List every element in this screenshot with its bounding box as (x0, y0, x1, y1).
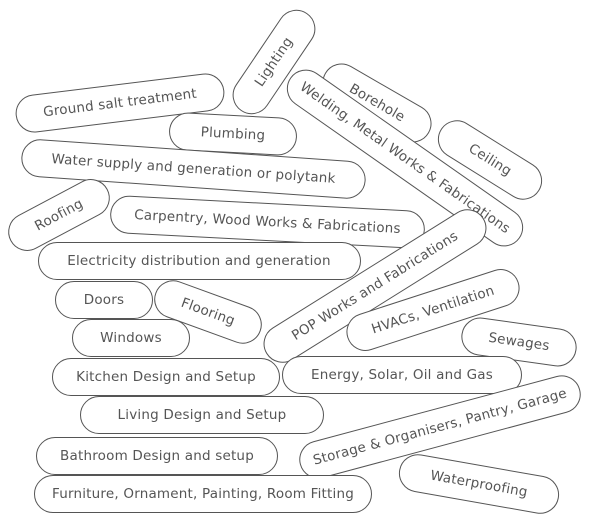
tag-doors[interactable]: Doors (55, 281, 153, 319)
tag-windows[interactable]: Windows (72, 319, 190, 357)
tag-electricity-distribution[interactable]: Electricity distribution and generation (37, 242, 361, 280)
tag-energy-solar-oil-gas[interactable]: Energy, Solar, Oil and Gas (282, 356, 522, 394)
tag-bathroom-design[interactable]: Bathroom Design and setup (36, 437, 278, 475)
tag-waterproofing[interactable]: Waterproofing (395, 451, 563, 517)
tag-furniture-ornament[interactable]: Furniture, Ornament, Painting, Room Fitt… (34, 475, 372, 513)
tag-kitchen-design[interactable]: Kitchen Design and Setup (52, 358, 280, 396)
tag-living-design[interactable]: Living Design and Setup (80, 396, 324, 434)
